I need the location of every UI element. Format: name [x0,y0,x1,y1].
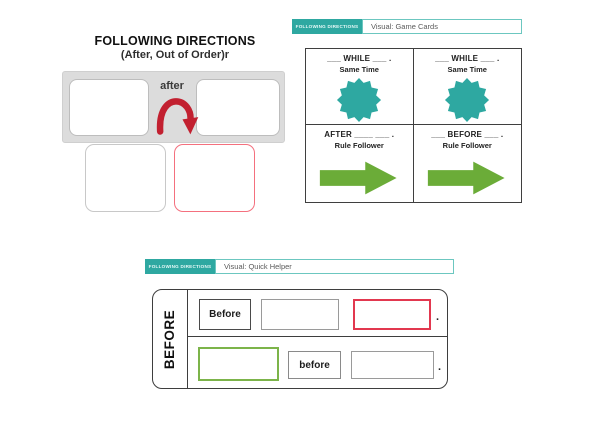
row1-blank-box [261,299,339,330]
game-cards-grid: ___ WHILE ___ . Same Time ___ WHILE ___ … [305,48,522,203]
row1-red-box [353,299,431,330]
game-cards-badge: FOLLOWING DIRECTIONS [292,19,362,34]
card-line1: ___ WHILE ___ . [435,54,500,63]
row2-period: . [438,361,442,373]
starburst-icon [445,77,490,123]
row2-green-box [198,347,279,381]
card-line1: AFTER ____ ___ . [324,130,395,139]
worksheet-subtitle: (After, Out of Order)r [120,49,230,61]
response-box-red [174,144,255,212]
card-line1: ___ BEFORE ___ . [431,130,504,139]
right-arrow-icon [428,161,505,195]
before-vertical-label: BEFORE [162,309,178,369]
row1-word-box: Before [199,299,251,330]
card-while-2: ___ WHILE ___ . Same Time [413,49,521,125]
card-after: AFTER ____ ___ . Rule Follower [306,125,414,202]
starburst-icon [337,77,382,123]
card-line2: Rule Follower [442,141,492,150]
row2-word-box: before [288,351,341,379]
right-arrow-icon [320,161,397,195]
response-box-gray [85,144,166,212]
quick-helper-badge: FOLLOWING DIRECTIONS [145,259,215,274]
card-while-1: ___ WHILE ___ . Same Time [306,49,414,125]
before-label-column: BEFORE [153,290,188,388]
sequence-box-left [69,79,149,136]
card-line1: ___ WHILE ___ . [327,54,392,63]
card-line2: Rule Follower [334,141,384,150]
after-sequence-panel: after [62,71,285,143]
row-divider [187,336,447,337]
card-line2: Same Time [447,65,487,74]
worksheet-title: FOLLOWING DIRECTIONS [94,34,256,48]
row1-period: . [436,311,440,323]
card-line2: Same Time [339,65,379,74]
after-arch-arrow-icon [156,98,199,135]
row2-blank-box [351,351,434,379]
after-arrow-label: after [160,80,184,92]
quick-helper-card: BEFORE Before . before . [152,289,448,389]
sequence-box-right [196,79,280,136]
quick-helper-header: Visual: Quick Helper [215,259,454,274]
game-cards-header: Visual: Game Cards [362,19,522,34]
card-before: ___ BEFORE ___ . Rule Follower [414,125,522,202]
